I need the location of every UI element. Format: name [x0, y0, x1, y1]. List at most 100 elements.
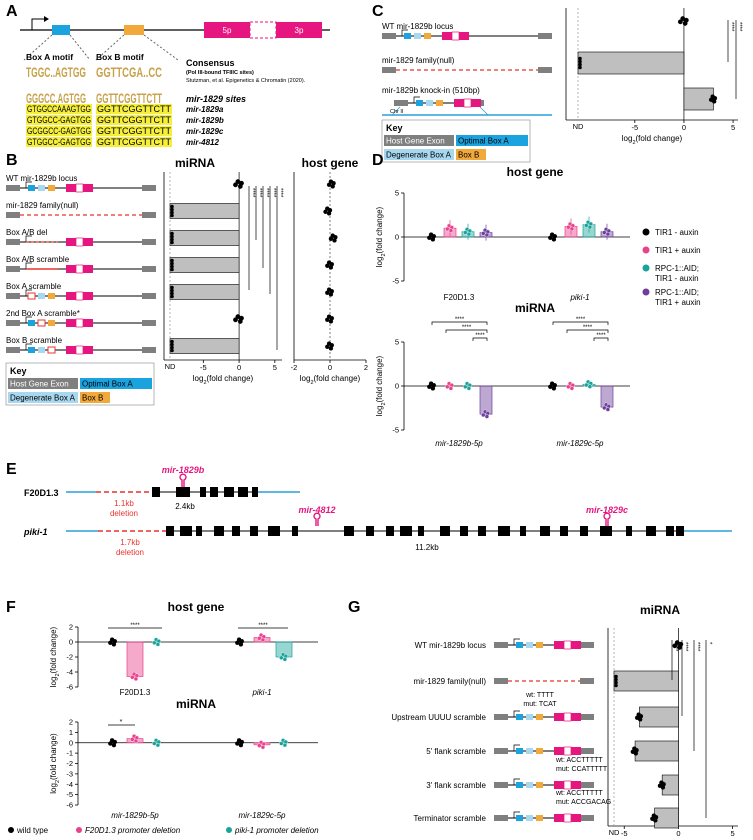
construct-label: mir-1829 family(null) — [6, 201, 79, 210]
key-title: Key — [10, 366, 27, 376]
data-point — [584, 382, 589, 388]
tss-arrow-icon — [25, 262, 32, 269]
data-point — [282, 742, 288, 748]
d-mirna-title: miRNA — [515, 301, 555, 315]
box-element — [536, 748, 543, 754]
data-point — [566, 384, 571, 389]
data-point — [578, 59, 582, 64]
category-label: F20D1.3 — [444, 293, 475, 302]
tss-arrow-icon — [401, 29, 408, 36]
sig-label: **** — [736, 22, 742, 32]
mir-loop — [563, 780, 572, 790]
data-point — [170, 261, 174, 266]
exon — [538, 67, 552, 73]
data-point — [660, 785, 666, 790]
exon — [580, 815, 594, 821]
exon — [494, 748, 508, 754]
tss-arrow-icon — [513, 811, 520, 818]
exon — [394, 100, 408, 106]
exon — [6, 347, 20, 353]
sites-title: mir-1829 sites — [186, 94, 246, 104]
exon — [344, 526, 354, 536]
mir-arm — [83, 292, 93, 300]
x-tick-label: -2 — [291, 363, 298, 372]
panel-letter-b: B — [6, 152, 18, 169]
key-swatch — [384, 149, 454, 160]
sig-label: **** — [583, 325, 593, 331]
construct-label: WT mir-1829b locus — [382, 22, 453, 31]
zoom-line — [143, 34, 179, 61]
data-point — [238, 742, 244, 748]
sig-label: **** — [672, 642, 678, 652]
exon — [494, 815, 508, 821]
exon — [142, 266, 156, 272]
mir-arm — [554, 814, 564, 822]
exon — [6, 320, 20, 326]
box-b-seq: GGTTCGGTTCTT — [97, 126, 171, 136]
data-point — [484, 232, 490, 238]
construct-label: WT mir-1829b locus — [6, 174, 77, 183]
box-element — [38, 347, 45, 353]
data-point — [170, 210, 174, 215]
bar — [683, 87, 714, 111]
data-point — [602, 405, 607, 411]
exon — [400, 526, 412, 536]
sig-label: **** — [277, 188, 283, 198]
box-element — [426, 100, 433, 106]
mir-arm — [454, 99, 464, 107]
box-a-highlight — [26, 104, 92, 114]
y-tick-label: -5 — [392, 426, 399, 435]
data-point — [633, 751, 639, 756]
y-tick-label: 1 — [69, 728, 73, 737]
data-point — [235, 640, 240, 645]
y-tick-label: 5 — [395, 189, 399, 198]
bar — [613, 670, 679, 692]
data-point — [566, 225, 571, 230]
construct-label: Upstream UUUU scramble — [391, 713, 486, 722]
mir-arm — [571, 814, 581, 822]
box-element — [27, 292, 36, 300]
mut-note: wt: ACCTTTTT — [555, 757, 603, 764]
data-point — [233, 317, 238, 323]
exon — [646, 526, 656, 536]
box-element — [416, 100, 423, 106]
box-element — [526, 714, 533, 720]
data-point — [614, 674, 618, 679]
data-point — [605, 231, 611, 237]
box-a-region — [52, 25, 70, 35]
data-point — [448, 228, 454, 233]
construct-label: WT mir-1829b locus — [415, 641, 486, 650]
box-element — [516, 748, 523, 754]
exon — [252, 487, 258, 497]
y-tick-label: -1 — [66, 749, 73, 758]
exon — [214, 526, 224, 536]
mut-note: wt: ACCTTTTT — [555, 790, 603, 797]
exon — [142, 239, 156, 245]
data-point — [430, 386, 436, 391]
b-host-title: host gene — [302, 156, 359, 170]
data-point — [170, 294, 174, 299]
sig-label: **** — [263, 188, 269, 198]
mir-arm — [66, 184, 76, 192]
sig-label: **** — [455, 317, 465, 323]
exon — [142, 212, 156, 218]
tss-arrow-icon — [25, 316, 32, 323]
data-point — [133, 676, 139, 682]
data-point — [328, 265, 334, 270]
construct-label: 5' flank scramble — [426, 747, 486, 756]
data-point — [682, 20, 688, 26]
sig-label: **** — [130, 623, 140, 629]
x-tick-label: 2 — [364, 363, 368, 372]
mir-loop — [75, 264, 84, 274]
data-point — [466, 386, 472, 391]
tss-arrow-icon — [513, 710, 520, 717]
data-point — [466, 231, 472, 237]
category-label: piki-1 — [569, 293, 589, 302]
sig-label: **** — [596, 333, 606, 339]
box-element — [28, 347, 35, 353]
data-point — [430, 237, 436, 242]
key-item: Host Gene Exon — [386, 137, 445, 146]
exon — [366, 526, 374, 536]
data-point — [328, 319, 334, 324]
deletion-label: deletion — [116, 548, 144, 557]
